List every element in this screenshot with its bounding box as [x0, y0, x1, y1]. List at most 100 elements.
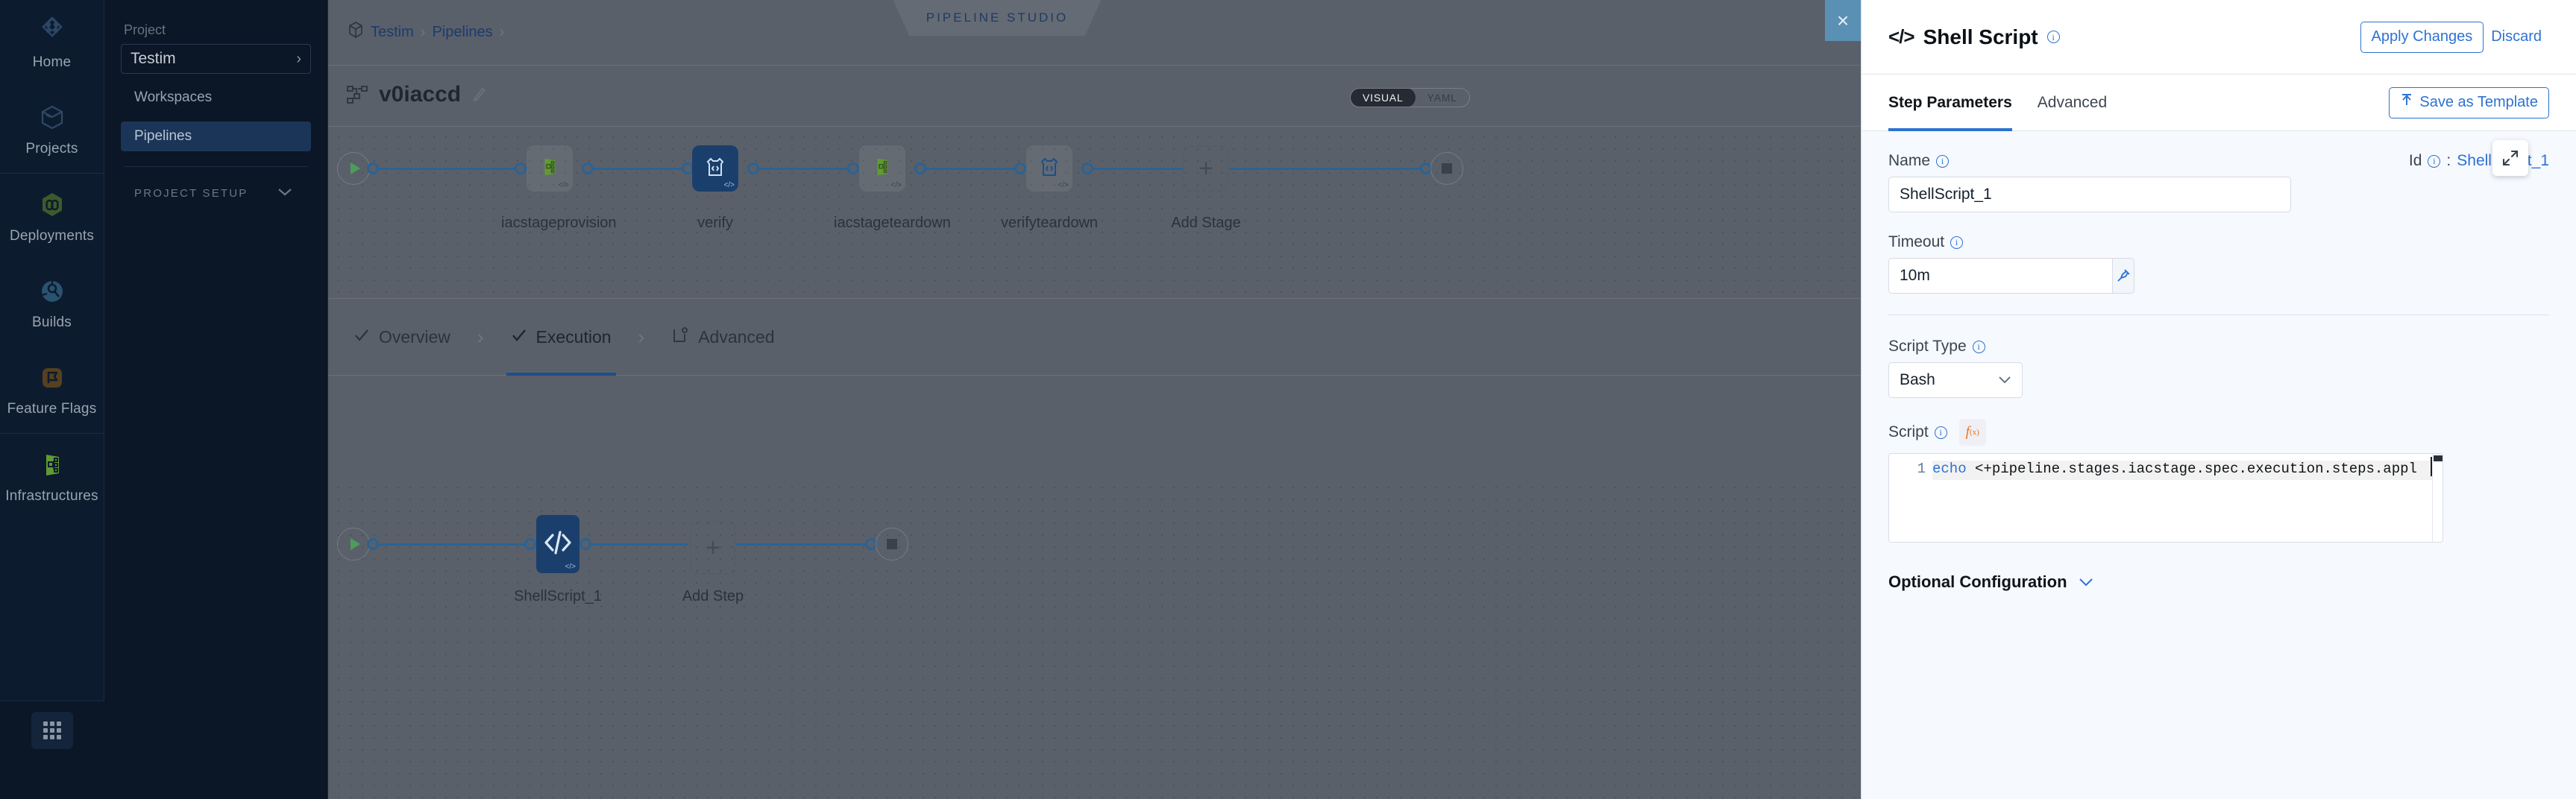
sidebar-item-pipelines[interactable]: Pipelines [121, 121, 311, 151]
connector-line [592, 168, 683, 170]
builds-circle-icon [37, 276, 68, 307]
close-glyph: × [1836, 8, 1850, 32]
rail-item-home[interactable]: Home [0, 0, 104, 86]
step-config-panel: </> Shell Script i Apply Changes Discard… [1861, 0, 2576, 799]
optional-configuration-toggle[interactable]: Optional Configuration [1888, 572, 2549, 592]
tab-step-parameters[interactable]: Step Parameters [1888, 75, 2012, 131]
rail-item-label: Deployments [9, 228, 95, 244]
rail-item-feature-flags[interactable]: Feature Flags [0, 347, 104, 433]
breadcrumb-project[interactable]: Testim [371, 23, 414, 40]
editor-code-line: echo <+pipeline.stages.iacstage.spec.exe… [1932, 461, 2432, 480]
step-node-shellscript-1[interactable]: </> [536, 515, 579, 573]
info-icon[interactable]: i [2046, 31, 2060, 43]
chevron-down-icon [1998, 374, 2011, 387]
stage-type-tag: </> [723, 181, 735, 189]
chevron-down-icon [2078, 574, 2094, 591]
box-icon [37, 102, 68, 133]
rail-group-top: Home Projects [0, 0, 104, 174]
close-icon[interactable]: × [1825, 0, 1861, 41]
add-stage-button[interactable]: + [1183, 145, 1229, 192]
scrollbar-thumb[interactable] [2434, 455, 2443, 461]
optional-configuration-label: Optional Configuration [1888, 572, 2067, 591]
step-node-row: </> ShellScript_1 + Add Step [328, 477, 2576, 799]
info-icon[interactable]: i [2428, 154, 2441, 168]
stage-tab-bar: Overview › Execution › [328, 298, 2576, 376]
sidebar-item-label: Workspaces [134, 89, 213, 105]
infrastructure-icon [537, 154, 562, 183]
code-shirt-icon [703, 155, 727, 183]
tab-label: Advanced [2037, 93, 2108, 111]
script-label-group: Script i [1888, 423, 1947, 441]
tab-label: Advanced [698, 326, 775, 347]
script-label: Script [1888, 423, 1929, 440]
expression-fx-button[interactable]: f(x) [1958, 419, 1986, 446]
rail-item-label: Feature Flags [7, 401, 97, 417]
pipeline-end-node[interactable] [1430, 152, 1463, 185]
tab-advanced[interactable]: Advanced [667, 298, 779, 376]
stage-node-iacstageteardown[interactable]: </> [859, 145, 905, 192]
stop-icon [1442, 163, 1452, 174]
pin-icon[interactable] [2112, 258, 2134, 294]
code-rest: <+pipeline.stages.iacstage.spec.executio… [1966, 461, 2417, 477]
discard-button[interactable]: Discard [2484, 28, 2549, 45]
advanced-gear-icon [671, 326, 689, 348]
info-icon[interactable]: i [1936, 154, 1950, 168]
stage-label-iacstageteardown: iacstageteardown [834, 215, 951, 231]
view-toggle-yaml[interactable]: YAML [1427, 92, 1457, 104]
rail-item-builds[interactable]: Builds [0, 260, 104, 347]
tab-separator: › [638, 325, 645, 348]
primary-icon-rail: Home Projects [0, 0, 104, 799]
infinity-hex-icon [37, 189, 68, 221]
rail-item-deployments[interactable]: Deployments [0, 174, 104, 260]
fx-label: f [1965, 424, 1970, 440]
add-step-button[interactable]: + [690, 521, 736, 575]
project-setup-section[interactable]: PROJECT SETUP [121, 180, 311, 206]
project-caption: Project [124, 22, 166, 37]
connector-port [515, 162, 527, 174]
connector-line [1229, 168, 1421, 170]
tab-label: Step Parameters [1888, 93, 2012, 111]
save-as-template-button[interactable]: Save as Template [2389, 86, 2549, 119]
stage-node-verifyteardown[interactable]: </> [1026, 145, 1072, 192]
info-icon[interactable]: i [1934, 426, 1947, 439]
text-caret [2431, 457, 2433, 476]
code-brackets-icon [542, 528, 574, 561]
script-type-select[interactable]: Bash [1888, 362, 2023, 398]
chevron-down-icon [277, 186, 293, 200]
tab-advanced[interactable]: Advanced [2038, 75, 2107, 131]
project-selector[interactable]: Testim › [121, 44, 311, 74]
name-field-block: Name i [1888, 152, 2549, 212]
code-keyword: echo [1932, 461, 1967, 477]
timeout-input-group [1888, 258, 2134, 294]
name-input[interactable] [1888, 177, 2291, 212]
stage-node-iacstageprovision[interactable]: </> [527, 145, 573, 192]
stage-node-verify[interactable]: </> [692, 145, 738, 192]
info-icon[interactable]: i [1972, 340, 1985, 353]
timeout-field-block: Timeout i [1888, 233, 2549, 294]
editor-scrollbar[interactable] [2432, 454, 2443, 542]
view-mode-toggle[interactable]: VISUAL YAML [1350, 88, 1470, 107]
step-start-node[interactable] [337, 528, 370, 560]
flag-icon [37, 362, 68, 394]
view-toggle-visual[interactable]: VISUAL [1351, 89, 1416, 107]
tab-overview[interactable]: Overview [349, 298, 455, 376]
app-grid-icon[interactable] [31, 712, 73, 749]
breadcrumb-pipelines[interactable]: Pipelines [432, 23, 493, 40]
sidebar-item-workspaces[interactable]: Workspaces [121, 83, 311, 113]
tab-execution[interactable]: Execution [506, 298, 616, 376]
step-end-node[interactable] [876, 528, 908, 560]
nav-divider [124, 166, 308, 167]
rail-item-projects[interactable]: Projects [0, 86, 104, 173]
edit-pencil-icon[interactable] [471, 86, 486, 103]
pipeline-studio-chip: PIPELINE STUDIO [893, 0, 1102, 36]
timeout-input[interactable] [1888, 258, 2112, 294]
apply-changes-button[interactable]: Apply Changes [2360, 21, 2484, 53]
rail-item-label: Infrastructures [5, 488, 98, 504]
rail-item-infrastructures[interactable]: Infrastructures [0, 434, 104, 520]
info-icon[interactable]: i [1950, 236, 1964, 249]
pipeline-start-node[interactable] [337, 152, 370, 185]
rail-group-middle: Deployments Builds [0, 174, 104, 434]
chevron-right-icon: › [296, 50, 301, 67]
script-code-editor[interactable]: 1 echo <+pipeline.stages.iacstage.spec.e… [1888, 453, 2443, 543]
expand-arrows-icon[interactable] [2492, 140, 2528, 176]
